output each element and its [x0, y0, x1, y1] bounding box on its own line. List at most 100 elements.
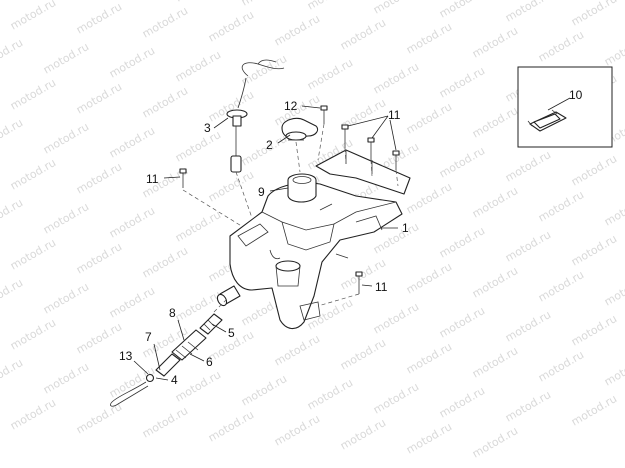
- watermark-text: motod.ru: [503, 0, 553, 25]
- watermark-text: motod.ru: [206, 408, 256, 444]
- watermark-text: motod.ru: [74, 80, 124, 116]
- watermark-text: motod.ru: [140, 244, 190, 280]
- watermark-text: motod.ru: [74, 320, 124, 356]
- watermark-text: motod.ru: [338, 416, 388, 452]
- watermark-text: motod.ru: [503, 388, 553, 424]
- watermark-text: motod.ru: [8, 0, 58, 33]
- watermark-text: motod.ru: [206, 168, 256, 204]
- watermark-text: motod.ru: [239, 132, 289, 168]
- watermark-text: motod.ru: [569, 232, 619, 268]
- watermark-text: motod.ru: [470, 104, 520, 140]
- watermark-text: motod.ru: [536, 348, 586, 384]
- watermark-text: motod.ru: [272, 12, 322, 48]
- fuel-level-sender: [226, 59, 285, 173]
- watermark-text: motod.ru: [74, 0, 124, 36]
- watermark-text: motod.ru: [371, 0, 421, 17]
- watermark-text: motod.ru: [338, 336, 388, 372]
- watermark-text: motod.ru: [437, 224, 487, 260]
- watermark-text: motod.ru: [437, 0, 487, 21]
- watermark-text: motod.ru: [74, 160, 124, 196]
- watermark-text: motod.ru: [437, 144, 487, 180]
- watermark-text: motod.ru: [404, 340, 454, 376]
- watermark-text: motod.ru: [0, 356, 25, 392]
- watermark-text: motod.ru: [305, 56, 355, 92]
- callout-13: 13: [119, 349, 133, 363]
- watermark-text: motod.ru: [206, 8, 256, 44]
- callout-9: 9: [258, 185, 265, 199]
- watermark-text: motod.ru: [404, 20, 454, 56]
- filler-cap: [281, 117, 319, 141]
- watermark-text: motod.ru: [503, 308, 553, 344]
- watermark-text: motod.ru: [8, 396, 58, 432]
- bolt-11-left: [179, 168, 249, 231]
- watermark-text: motod.ru: [140, 404, 190, 440]
- callout-7: 7: [145, 330, 152, 344]
- watermark-text: motod.ru: [173, 368, 223, 404]
- leader-lines: [133, 105, 398, 381]
- watermark-text: motod.ru: [8, 76, 58, 112]
- watermark-text: motod.ru: [239, 52, 289, 88]
- watermark-text: motod.ru: [602, 192, 625, 228]
- callout-5: 5: [228, 326, 235, 340]
- watermark-text: motod.ru: [503, 148, 553, 184]
- screw-12: [317, 105, 328, 161]
- fuel-tank: [216, 149, 411, 330]
- watermark-text: motod.ru: [8, 236, 58, 272]
- callout-11-upper: 11: [388, 108, 401, 122]
- watermark-text: motod.ru: [0, 116, 25, 152]
- watermark-text: motod.ru: [338, 16, 388, 52]
- watermark-text: motod.ru: [470, 264, 520, 300]
- bolt-11-lower: [317, 271, 363, 307]
- watermark-text: motod.ru: [8, 156, 58, 192]
- watermark-text: motod.ru: [404, 180, 454, 216]
- watermark-text: motod.ru: [173, 48, 223, 84]
- watermark-text: motod.ru: [107, 0, 157, 1]
- callout-2: 2: [266, 138, 273, 152]
- watermark-text: motod.ru: [371, 380, 421, 416]
- callout-4: 4: [171, 373, 178, 387]
- watermark-text: motod.ru: [503, 228, 553, 264]
- watermark-text: motod.ru: [569, 0, 619, 29]
- callout-6: 6: [206, 355, 213, 369]
- watermark-text: motod.ru: [239, 372, 289, 408]
- watermark-text: motod.ru: [569, 392, 619, 428]
- watermark-text: motod.ru: [569, 312, 619, 348]
- watermark-text: motod.ru: [41, 360, 91, 396]
- watermark-text: motod.ru: [74, 400, 124, 436]
- watermark-text: motod.ru: [536, 188, 586, 224]
- callout-11-lower: 11: [375, 280, 388, 294]
- watermark-text: motod.ru: [470, 344, 520, 380]
- inset-clip-detail: [517, 66, 613, 148]
- watermark-text: motod.ru: [173, 208, 223, 244]
- watermark-text: motod.ru: [470, 184, 520, 220]
- watermark-text: motod.ru: [107, 44, 157, 80]
- callout-3: 3: [204, 121, 211, 135]
- callout-labels: 1 2 3 4 5 6 7 8 9 10 11 11 11 12 13: [119, 88, 583, 387]
- callout-11-left: 11: [146, 172, 159, 186]
- watermark-text: motod.ru: [41, 280, 91, 316]
- watermark-text: motod.ru: [8, 316, 58, 352]
- watermark-text: motod.ru: [173, 128, 223, 164]
- watermark-text: motod.ru: [41, 40, 91, 76]
- watermark-text: motod.ru: [305, 296, 355, 332]
- callout-10: 10: [569, 88, 583, 102]
- watermark-text: motod.ru: [173, 0, 223, 5]
- assembly-lines: [235, 141, 399, 219]
- watermark-text: motod.ru: [107, 204, 157, 240]
- watermark-text: motod.ru: [371, 300, 421, 336]
- callout-12: 12: [284, 99, 298, 113]
- watermark-text: motod.ru: [140, 4, 190, 40]
- watermark-text: motod.ru: [371, 60, 421, 96]
- watermark-text: motod.ru: [239, 0, 289, 9]
- watermark-text: motod.ru: [107, 124, 157, 160]
- watermark-text: motod.ru: [602, 272, 625, 308]
- callout-8: 8: [169, 306, 176, 320]
- watermark-text: motod.ru: [41, 120, 91, 156]
- watermark-text: motod.ru: [404, 100, 454, 136]
- watermark-text: motod.ru: [536, 28, 586, 64]
- watermark-text: motod.ru: [74, 240, 124, 276]
- watermark-text: motod.ru: [272, 412, 322, 448]
- screws-11-upper: [341, 124, 400, 170]
- watermark-text: motod.ru: [470, 424, 520, 460]
